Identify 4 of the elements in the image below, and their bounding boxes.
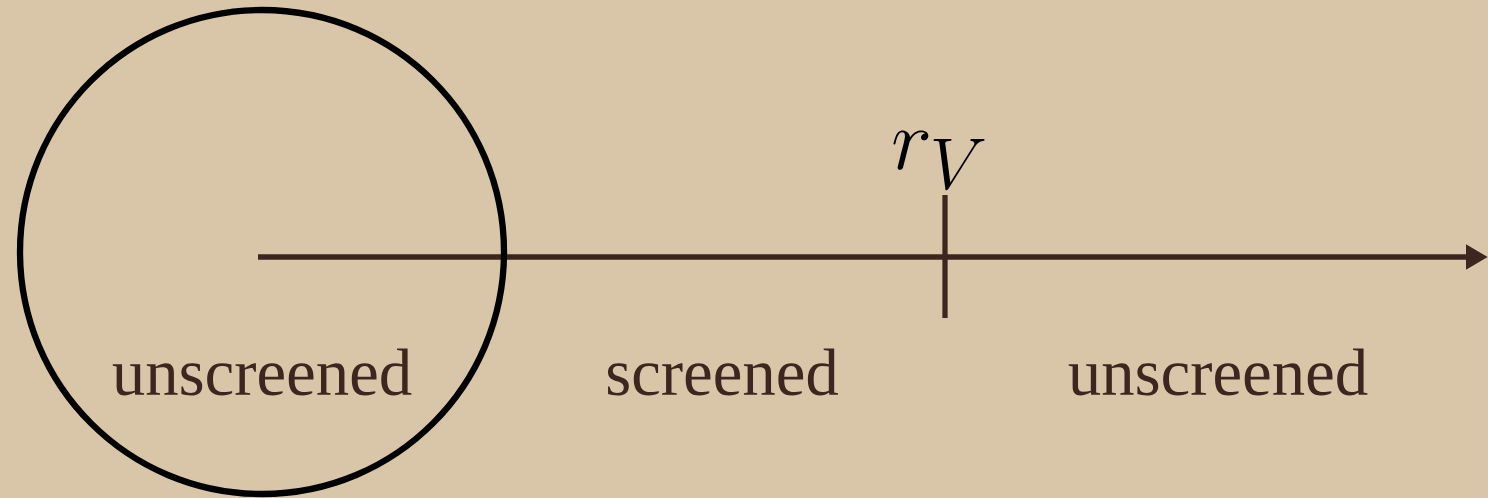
region-label: screened	[608, 348, 838, 396]
tick-label: $r_V$	[893, 130, 985, 191]
region-label: unscreened	[112, 348, 412, 396]
region-label: unscreened	[1068, 348, 1368, 396]
